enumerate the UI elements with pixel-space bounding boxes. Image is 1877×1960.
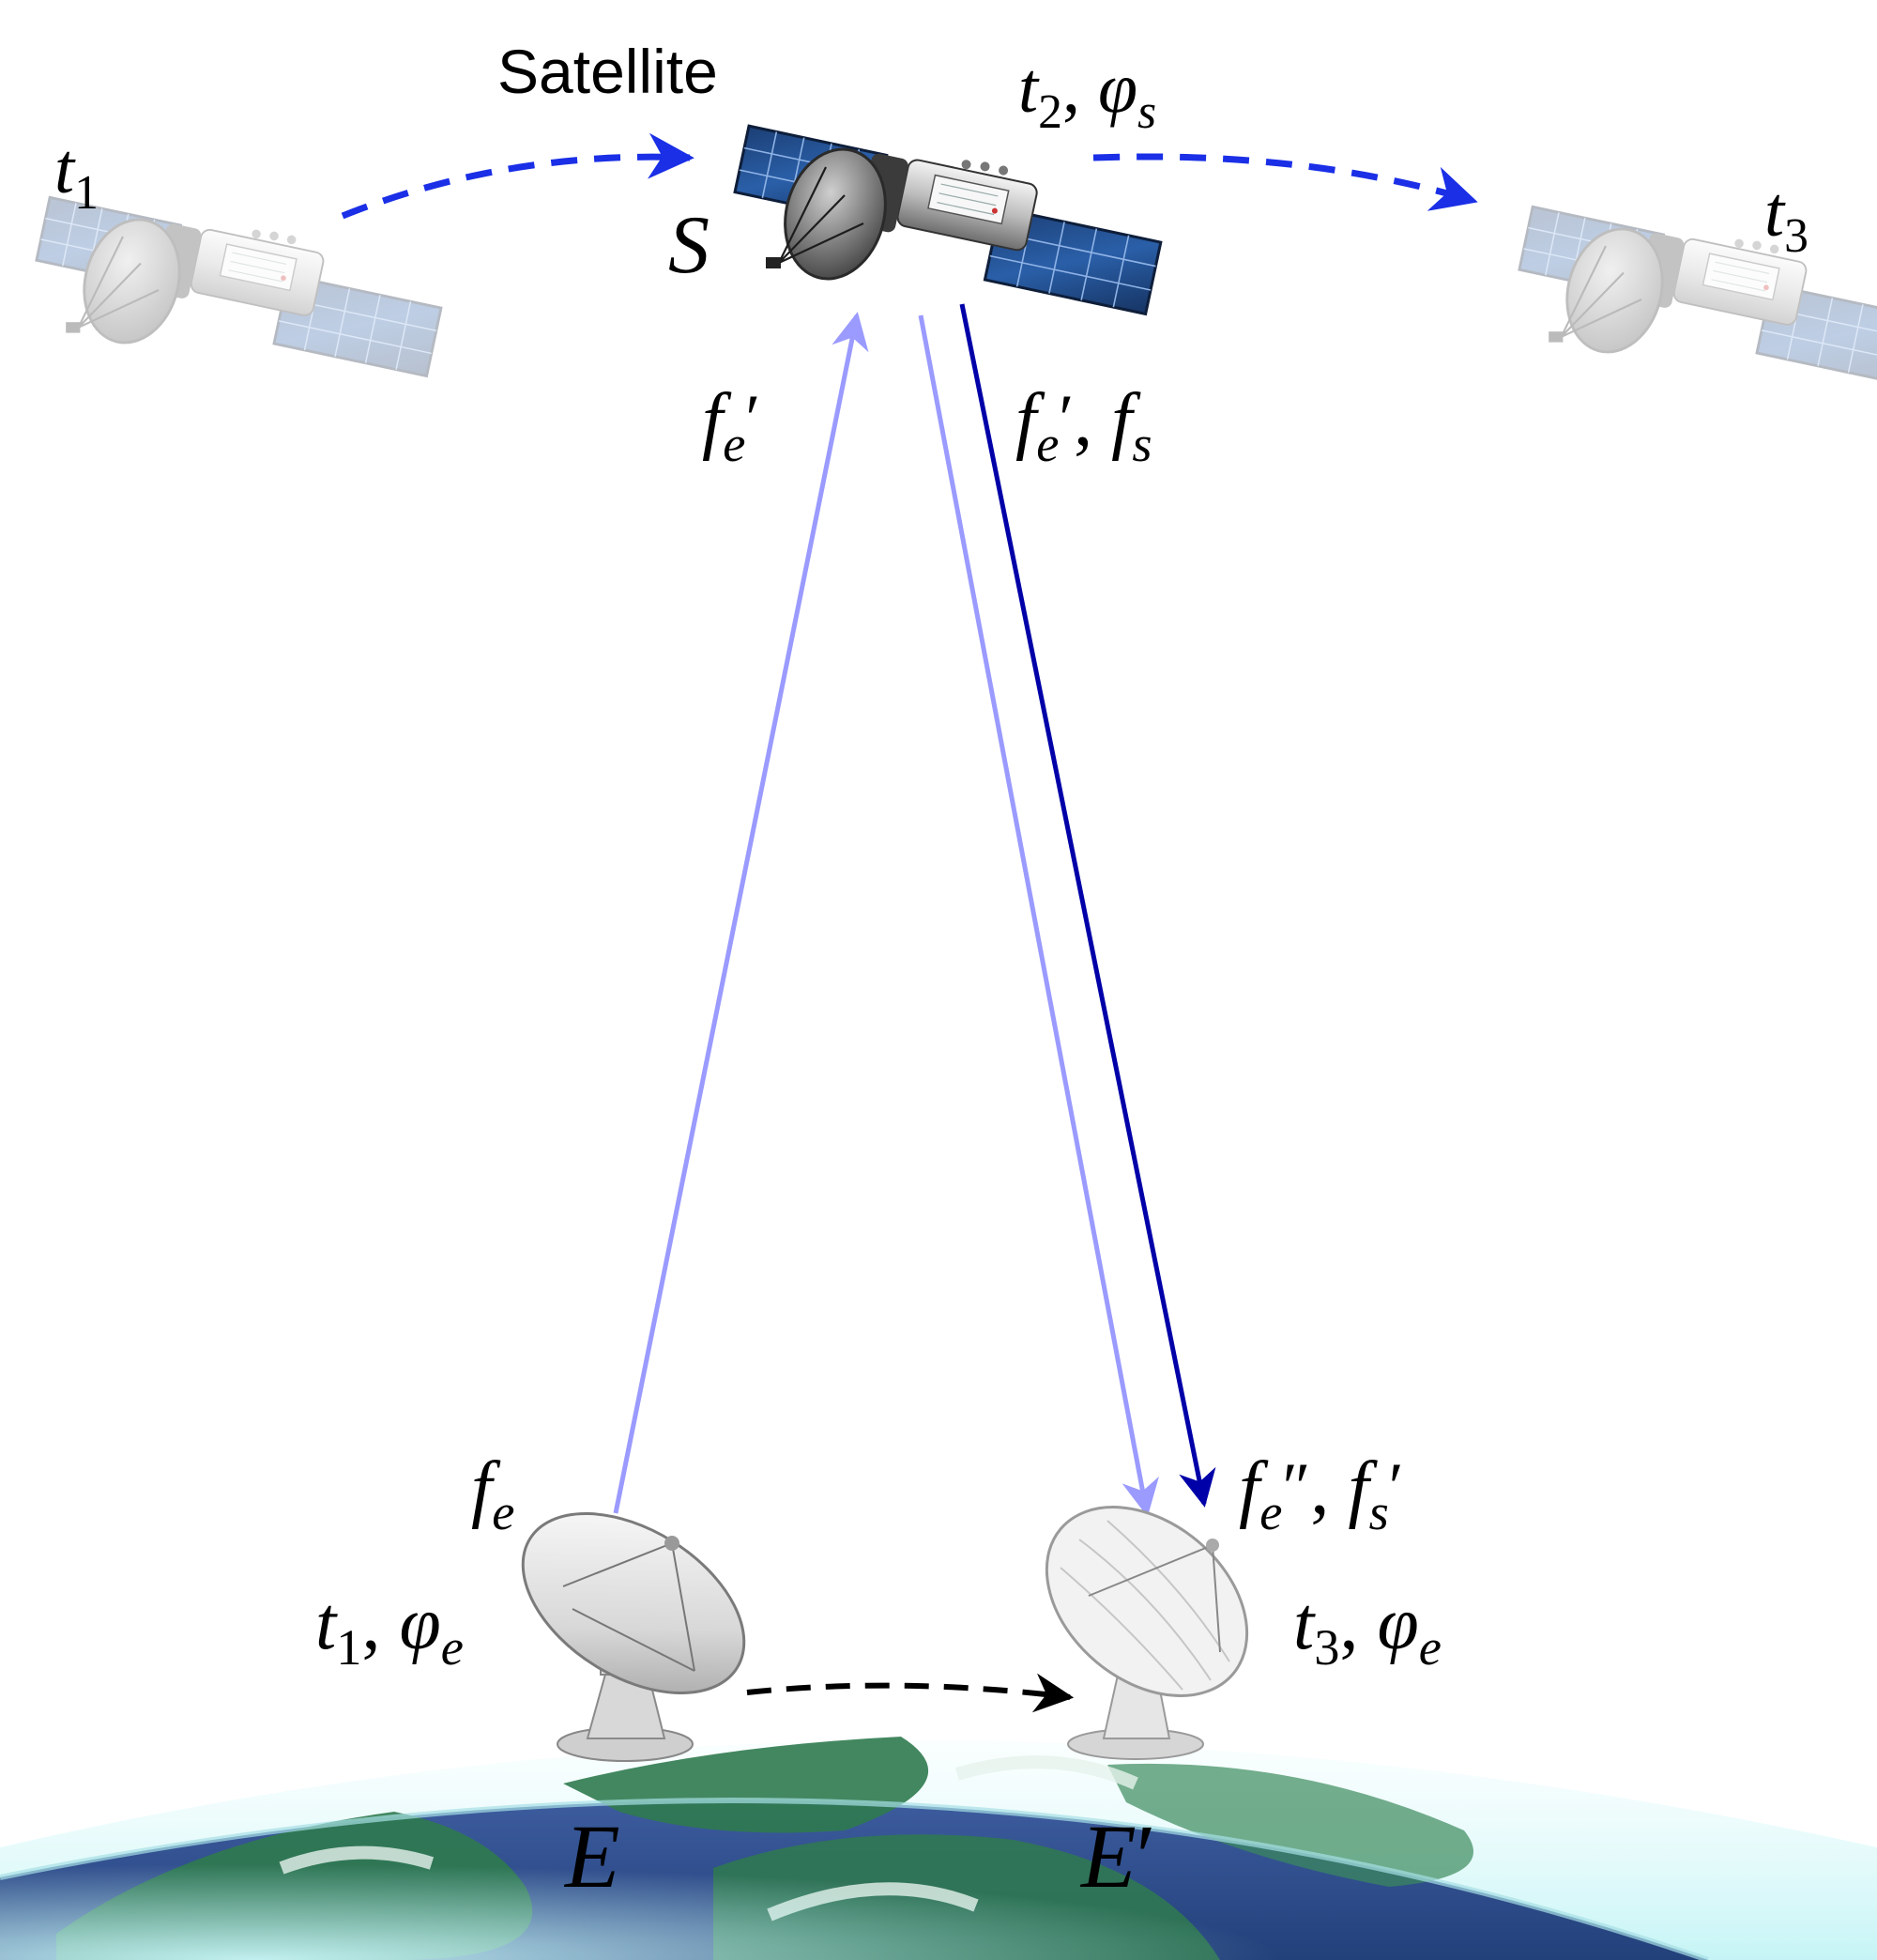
label-downlink-freqs: fe′, fs [1015,379,1152,473]
label-fe-station-e: fe [471,1447,515,1541]
label-station-e-prime: E′ [1081,1806,1156,1906]
relay-downlink-arrow [918,314,1159,1517]
label-t2-phi-s: t2, φs [1018,49,1157,139]
ground-motion-arrow [746,1673,1075,1713]
ground-station-e [521,1511,746,1762]
satellite-title: Satellite [497,37,718,106]
satellite-downlink-arrow [959,303,1216,1508]
earth [0,1737,1877,1960]
satellite-s [726,111,1171,315]
label-t3-satellite: t3 [1764,173,1808,263]
label-uplink-freq: fe′ [702,379,761,473]
uplink-arrow [613,312,869,1514]
orbit-arrow-t1-t2 [341,132,694,220]
label-t3-phi-e: t3, φe [1293,1583,1442,1677]
label-s-satellite: S [668,200,710,291]
label-t1-phi-e: t1, φe [315,1583,464,1677]
label-station-e: E [565,1806,620,1906]
label-t1-satellite: t1 [54,130,99,220]
satellite-t3 [1511,192,1877,388]
ground-station-e-prime [1045,1506,1249,1760]
label-received-freqs: fe″, fs′ [1239,1447,1404,1541]
orbit-arrow-t2-t3 [1092,153,1478,211]
